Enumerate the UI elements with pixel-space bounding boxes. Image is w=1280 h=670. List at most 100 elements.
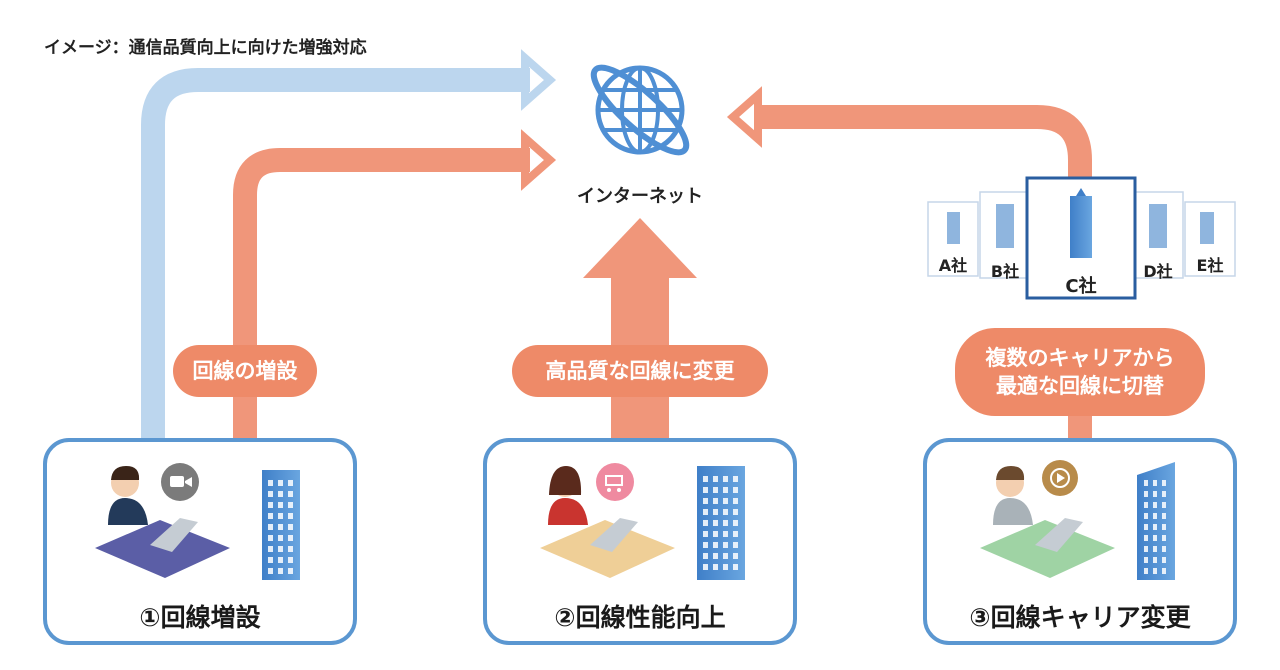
building-window: [288, 513, 293, 519]
building-window: [713, 498, 718, 504]
case3-tag: 複数のキャリアから 最適な回線に切替: [955, 328, 1205, 416]
added-line-arrow: [141, 68, 530, 440]
building-window: [278, 535, 283, 541]
building-window: [1162, 535, 1166, 541]
building-window: [723, 476, 728, 482]
carrier-label-b: B社: [990, 262, 1020, 281]
building-window: [1153, 546, 1157, 552]
building-window: [703, 520, 708, 526]
building-window: [1162, 546, 1166, 552]
page-title: イメージ：通信品質向上に向けた増強対応: [44, 38, 367, 58]
carrier-label-c: C社: [1065, 276, 1097, 297]
shopping-cart-icon: [607, 488, 611, 492]
building-window: [1162, 491, 1166, 497]
building-window: [268, 546, 273, 552]
building-icon: [947, 212, 960, 244]
building-window: [713, 520, 718, 526]
case3-caption: ③回線キャリア変更: [969, 603, 1191, 632]
building-window: [733, 553, 738, 559]
building-window: [268, 513, 273, 519]
case2-tag: 高品質な回線に変更: [512, 345, 768, 397]
case1-tag: 回線の増設: [173, 345, 317, 397]
building-window: [723, 509, 728, 515]
building-window: [733, 542, 738, 548]
case2-caption: ②回線性能向上: [554, 603, 726, 632]
building-window: [1153, 535, 1157, 541]
building-window: [713, 531, 718, 537]
case3-carrier-arrowhead: [726, 86, 762, 148]
building-window: [268, 502, 273, 508]
building-window: [703, 476, 708, 482]
building-window: [723, 487, 728, 493]
building-window: [278, 568, 283, 574]
building-icon: [1149, 204, 1167, 248]
laptop-icon: [590, 518, 638, 552]
building-icon: [1076, 188, 1086, 196]
building-window: [703, 498, 708, 504]
building-window: [713, 564, 718, 570]
building-window: [268, 535, 273, 541]
building-window: [713, 553, 718, 559]
building-window: [278, 491, 283, 497]
building-window: [1153, 491, 1157, 497]
case3-tag-line-2: 最適な回線に切替: [996, 374, 1164, 398]
building-window: [268, 568, 273, 574]
building-window: [1162, 480, 1166, 486]
building-window: [1153, 568, 1157, 574]
laptop-icon: [1035, 518, 1083, 552]
case1-line-arrow: [233, 148, 530, 440]
building-window: [1162, 513, 1166, 519]
building-window: [268, 557, 273, 563]
building-window: [733, 487, 738, 493]
building-icon: [1200, 212, 1214, 244]
person-body: [548, 498, 588, 525]
carrier-label-e: E社: [1196, 256, 1224, 275]
building-window: [1153, 557, 1157, 563]
case3-carrier-arrow: [755, 105, 1092, 178]
case3-tag-line-1: 複数のキャリアから: [985, 345, 1175, 370]
case3-illustration: [980, 460, 1115, 578]
building-window: [703, 553, 708, 559]
play-button-icon: [1057, 473, 1065, 483]
building-window: [723, 553, 728, 559]
building-window: [723, 542, 728, 548]
building-window: [278, 557, 283, 563]
video-camera-icon: [185, 477, 192, 487]
case2-illustration: [540, 463, 675, 578]
building-icon: [996, 204, 1014, 248]
building-window: [703, 509, 708, 515]
shopping-cart-icon: [617, 488, 621, 492]
laptop-icon: [150, 518, 198, 552]
building-window: [268, 480, 273, 486]
shopping-cart-icon: [605, 475, 623, 486]
building-window: [288, 502, 293, 508]
desk: [95, 520, 230, 578]
building-window: [1153, 480, 1157, 486]
building-window: [278, 513, 283, 519]
building-window: [288, 557, 293, 563]
building-window: [288, 568, 293, 574]
building-window: [733, 531, 738, 537]
building-window: [278, 546, 283, 552]
building-window: [288, 535, 293, 541]
building-icon: [1070, 196, 1092, 258]
carrier-label-a: A社: [938, 256, 968, 275]
building-window: [1144, 557, 1148, 563]
building-window: [713, 476, 718, 482]
building-window: [1144, 546, 1148, 552]
building-window: [278, 524, 283, 530]
building-window: [1144, 491, 1148, 497]
case1-line-arrowhead: [521, 129, 557, 191]
case2-line-arrowhead: [583, 218, 697, 278]
building-window: [723, 564, 728, 570]
case1-tag-line-1: 回線の増設: [192, 358, 298, 383]
video-camera-icon: [170, 476, 184, 487]
building-window: [723, 531, 728, 537]
building-window: [268, 524, 273, 530]
building-window: [1153, 524, 1157, 530]
building-window: [733, 498, 738, 504]
building-window: [733, 509, 738, 515]
globe-icon: [590, 64, 690, 156]
building-window: [703, 542, 708, 548]
